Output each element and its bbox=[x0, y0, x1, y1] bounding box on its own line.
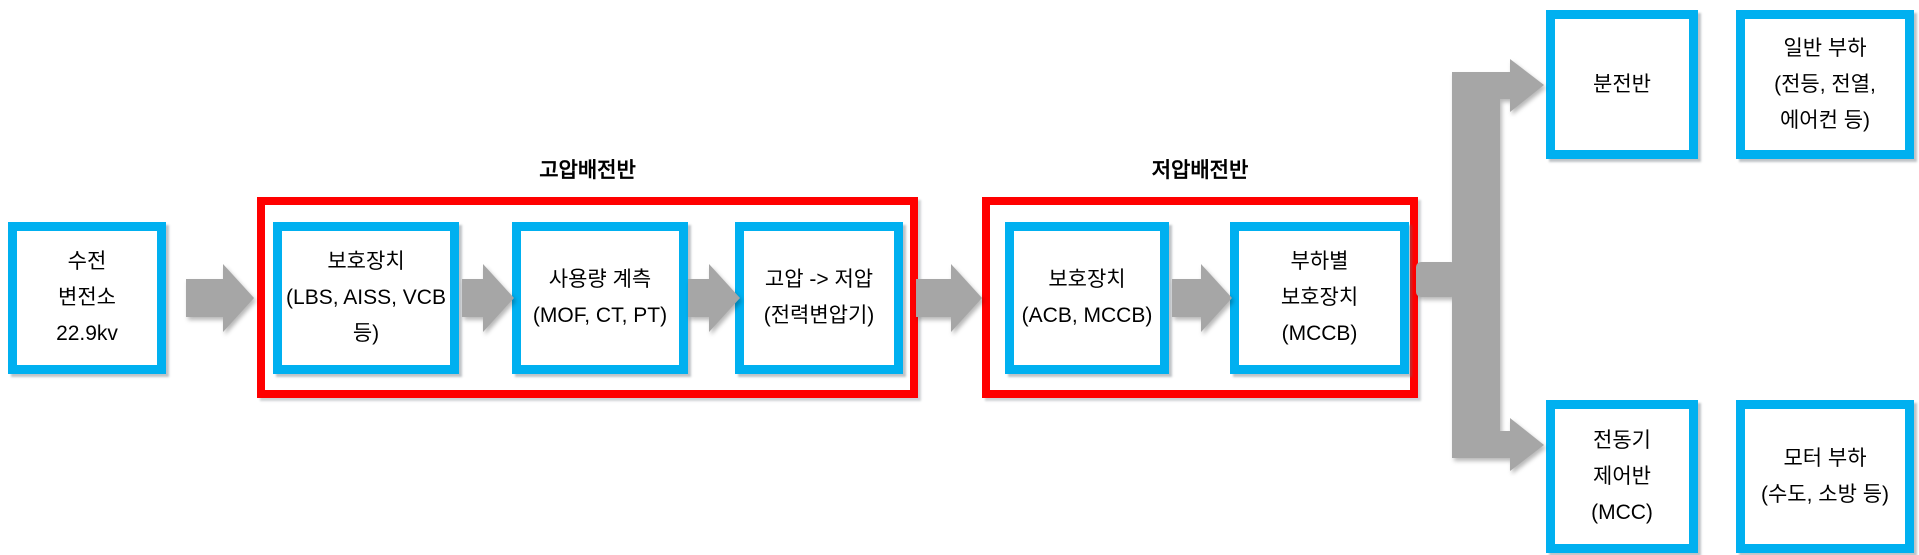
branch-stub bbox=[1416, 262, 1456, 297]
box-motor-control-center: 전동기 제어반 (MCC) bbox=[1546, 400, 1698, 553]
box-general-load: 일반 부하 (전등, 전열, 에어컨 등) bbox=[1736, 10, 1914, 159]
right-arrow-icon bbox=[916, 264, 982, 332]
box-label: 보호장치 (LBS, AISS, VCB 등) bbox=[286, 250, 446, 345]
branch-top-arrowhead-icon bbox=[1510, 59, 1544, 112]
box-label: 모터 부하 (수도, 소방 등) bbox=[1760, 446, 1890, 506]
box-distribution-panel: 분전반 bbox=[1546, 10, 1698, 159]
branch-bottom-shaft bbox=[1452, 431, 1510, 458]
box-label: 일반 부하 (전등, 전열, 에어컨 등) bbox=[1774, 36, 1876, 132]
box-label: 사용량 계측 (MOF, CT, PT) bbox=[532, 268, 668, 327]
group-frame-low-voltage-switchboard bbox=[982, 197, 1418, 398]
group-title-high-voltage-switchboard: 고압배전반 bbox=[539, 159, 636, 182]
right-arrow-icon bbox=[186, 264, 254, 332]
box-per-load-protection-device: 부하별 보호장치 (MCCB) bbox=[1230, 222, 1409, 374]
group-frame-high-voltage-switchboard bbox=[257, 197, 918, 398]
group-title-low-voltage-switchboard: 저압배전반 bbox=[1151, 159, 1249, 182]
box-transformer: 고압 -> 저압 (전력변압기) bbox=[735, 222, 903, 374]
box-label: 보호장치 (ACB, MCCB) bbox=[1021, 268, 1153, 327]
branch-vertical-bar bbox=[1452, 72, 1500, 458]
box-lv-protection-device: 보호장치 (ACB, MCCB) bbox=[1005, 222, 1169, 374]
box-label: 분전반 bbox=[1593, 72, 1651, 96]
box-usage-metering: 사용량 계측 (MOF, CT, PT) bbox=[512, 222, 688, 374]
box-hv-protection-device: 보호장치 (LBS, AISS, VCB 등) bbox=[273, 222, 459, 374]
branch-connector bbox=[1416, 59, 1544, 471]
box-incoming-substation: 수전 변전소 22.9kv bbox=[8, 222, 166, 374]
box-label: 부하별 보호장치 (MCCB) bbox=[1280, 250, 1359, 345]
box-label: 고압 -> 저압 (전력변압기) bbox=[763, 268, 875, 327]
box-motor-load: 모터 부하 (수도, 소방 등) bbox=[1736, 400, 1914, 553]
box-label: 전동기 제어반 (MCC) bbox=[1591, 428, 1653, 524]
branch-bottom-arrowhead-icon bbox=[1510, 418, 1544, 471]
branch-top-shaft bbox=[1452, 72, 1510, 99]
box-label: 수전 변전소 22.9kv bbox=[56, 250, 118, 345]
